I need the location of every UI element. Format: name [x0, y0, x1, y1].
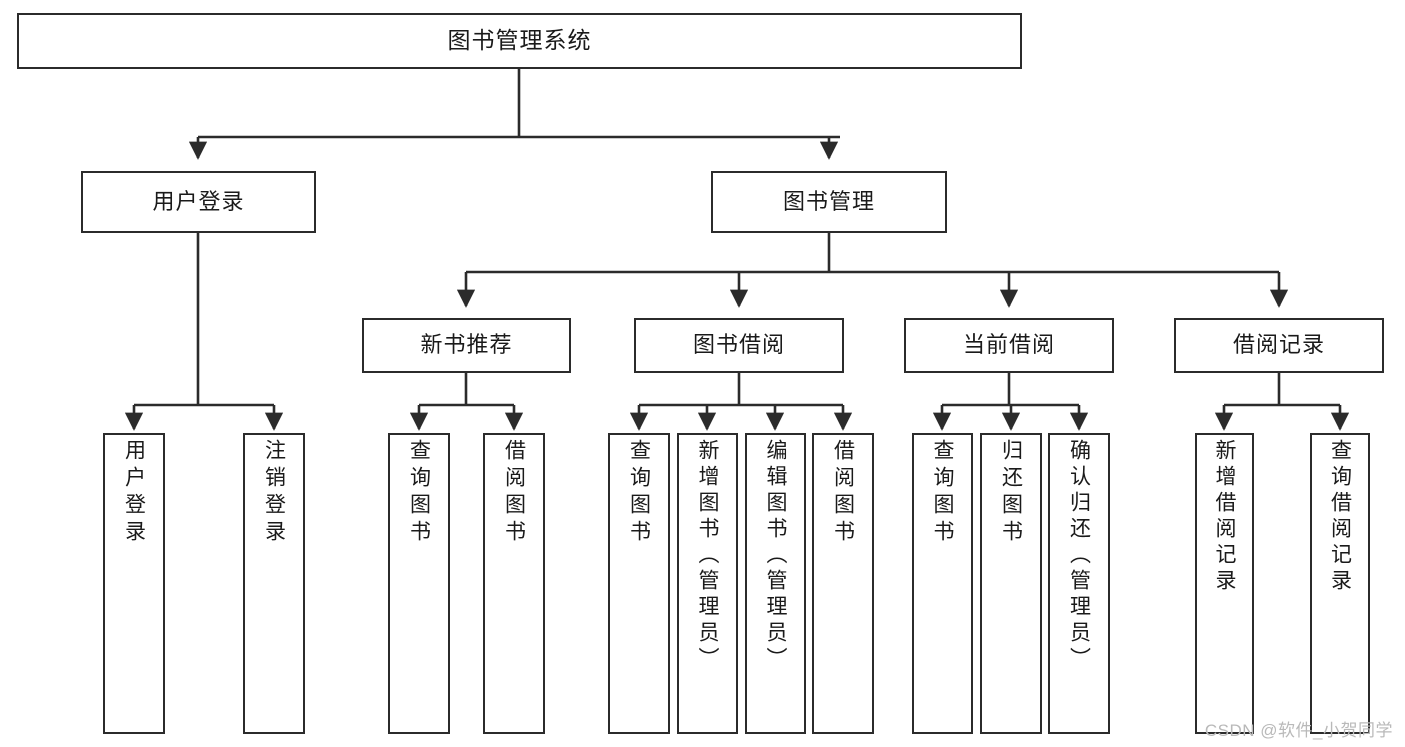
leaf-label: 用户登录	[122, 439, 146, 547]
leaf-label: 确认归还（管理员）	[1067, 439, 1091, 673]
node-borrow-record[interactable]: 借阅记录	[1174, 318, 1384, 373]
node-book-borrow[interactable]: 图书借阅	[634, 318, 844, 373]
leaf-current-return-book[interactable]: 归还图书	[980, 433, 1042, 734]
leaf-borrow-borrow-book[interactable]: 借阅图书	[812, 433, 874, 734]
node-new-book-recommend[interactable]: 新书推荐	[362, 318, 571, 373]
leaf-record-add[interactable]: 新增借阅记录	[1195, 433, 1254, 734]
leaf-label: 新增图书（管理员）	[696, 439, 719, 673]
leaf-label: 借阅图书	[831, 439, 855, 547]
leaf-record-query[interactable]: 查询借阅记录	[1310, 433, 1370, 734]
leaf-user-login-logout[interactable]: 注销登录	[243, 433, 305, 734]
leaf-label: 查询图书	[931, 439, 954, 547]
leaf-borrow-query-book[interactable]: 查询图书	[608, 433, 670, 734]
watermark-text: CSDN @软件_小贺同学	[1204, 721, 1393, 740]
leaf-borrow-edit-book[interactable]: 编辑图书（管理员）	[745, 433, 806, 734]
node-book-management[interactable]: 图书管理	[711, 171, 947, 233]
leaf-label: 借阅图书	[502, 439, 526, 547]
leaf-label: 注销登录	[262, 439, 286, 547]
leaf-label: 查询图书	[627, 439, 651, 547]
leaf-label: 编辑图书（管理员）	[764, 439, 787, 673]
leaf-current-confirm-return[interactable]: 确认归还（管理员）	[1048, 433, 1110, 734]
leaf-label: 新增借阅记录	[1213, 439, 1236, 595]
leaf-label: 查询图书	[407, 439, 431, 547]
leaf-new-book-query[interactable]: 查询图书	[388, 433, 450, 734]
leaf-label: 查询借阅记录	[1328, 439, 1352, 595]
node-user-login[interactable]: 用户登录	[81, 171, 316, 233]
leaf-label: 归还图书	[999, 439, 1023, 547]
node-current-borrow[interactable]: 当前借阅	[904, 318, 1114, 373]
leaf-current-query-book[interactable]: 查询图书	[912, 433, 973, 734]
leaf-borrow-add-book[interactable]: 新增图书（管理员）	[677, 433, 738, 734]
node-root[interactable]: 图书管理系统	[17, 13, 1022, 69]
leaf-user-login-signin[interactable]: 用户登录	[103, 433, 165, 734]
leaf-new-book-borrow[interactable]: 借阅图书	[483, 433, 545, 734]
